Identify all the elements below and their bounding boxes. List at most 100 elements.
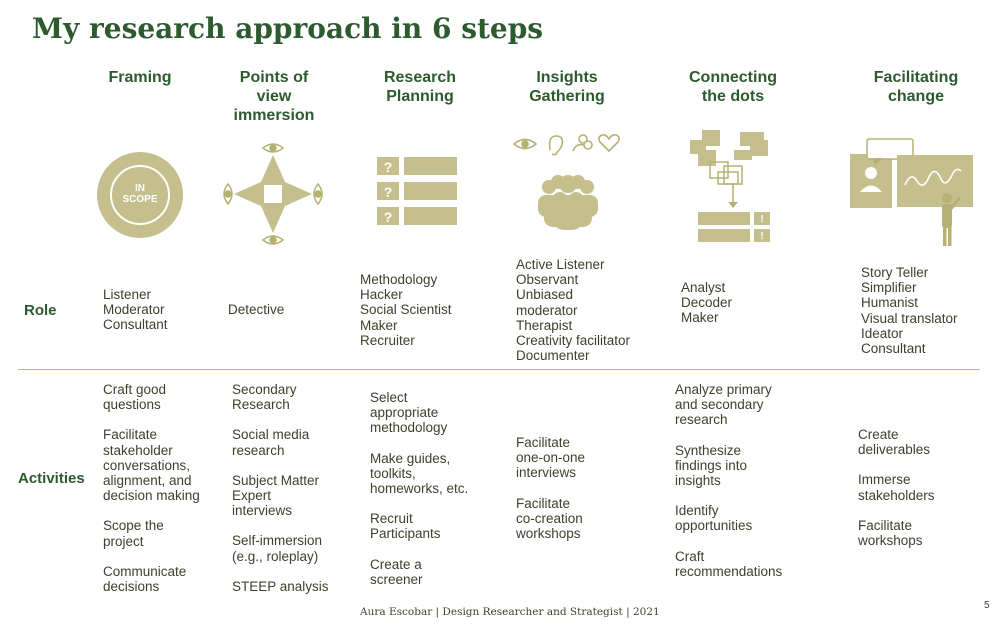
footer-credit: Aura Escobar | Design Researcher and Str… [360,606,660,618]
activity-line: workshops [516,526,581,542]
role-item: Analyst [681,280,726,295]
role-item: Decoder [681,295,733,311]
activity-line: conversations, [103,457,191,473]
section-divider [18,369,980,370]
role-item: Hacker [360,287,403,303]
activity-line: Facilitate [103,427,158,443]
activity-line: Make guides, [370,450,451,466]
role-item: Detective [228,302,285,317]
activity-line: deliverables [858,442,931,458]
svg-text:?: ? [384,159,393,175]
activity-line: research [232,442,285,458]
activity-line: Scope the [103,518,164,534]
activity-line: (e.g., roleplay) [232,548,319,564]
role-item: Listener [103,287,152,302]
activity-line: STEEP analysis [232,578,329,594]
row-label-activities: Activities [18,470,85,487]
activity-line: Create [858,427,899,442]
activity-item: STEEP analysis [232,579,329,594]
role-item: Therapist [516,317,573,333]
column-heading-connecting-dots: Connecting the dots [673,68,793,106]
activity-line: opportunities [675,518,753,534]
role-item: Story Teller [861,265,929,280]
activity-line: decisions [103,579,160,595]
activity-line: research [675,412,728,428]
activity-line: Select [370,390,408,405]
activity-line: Facilitate [516,495,571,511]
activity-item: Self-immersion(e.g., roleplay) [232,533,329,563]
activity-line: Subject Matter [232,472,320,488]
activity-line: findings into [675,457,748,473]
activity-line: stakeholders [858,487,935,503]
activity-line: Create a [370,556,422,572]
heading-line: Framing [108,69,172,86]
activity-line: Research [232,397,290,413]
activity-line: screener [370,571,423,587]
activity-line: insights [675,473,721,489]
role-item: Creativity facilitator [516,333,631,349]
role-item: Active Listener [516,257,605,272]
activity-line: Facilitate [858,517,913,533]
activity-line: Synthesize [675,442,742,458]
role-item: Documenter [516,348,590,364]
heading-line: the dots [701,88,765,105]
role-item: Simplifier [861,280,917,296]
activity-line: appropriate [370,405,439,421]
activity-line: interviews [516,465,577,481]
activity-line: project [103,533,144,549]
role-item: Visual translator [861,310,958,326]
svg-text:!: ! [760,214,763,225]
role-item: moderator [516,302,578,318]
heading-line: Research [383,69,457,86]
activity-line: co-creation [516,510,583,526]
activity-line: Participants [370,526,441,542]
activity-line: interviews [232,503,293,519]
activity-line: decision making [103,488,200,504]
role-item: Observant [516,272,579,288]
activity-item: Make guides,toolkits,homeworks, etc. [370,451,468,497]
column-heading-framing: Framing [90,68,190,87]
heading-line: view [256,88,292,105]
scope-badge-text-1: IN [135,183,145,194]
insights-group-icon [512,134,620,230]
role-item: Methodology [360,272,438,287]
activity-line: Immerse [858,472,911,488]
heading-line: Planning [386,88,454,105]
activity-line: one-on-one [516,450,586,466]
activity-line: Analyze primary [675,382,772,397]
connecting-dots-icon: !! [690,130,770,242]
activity-line: methodology [370,420,448,436]
activity-line: Communicate [103,563,187,579]
heading-line: immersion [233,107,315,124]
role-item: Consultant [103,317,168,333]
heading-line: Insights [536,69,598,86]
role-item: Moderator [103,302,165,318]
heading-line: Connecting [689,69,777,86]
activity-line: Recruit [370,511,413,527]
heading-line: Points of [239,69,309,86]
